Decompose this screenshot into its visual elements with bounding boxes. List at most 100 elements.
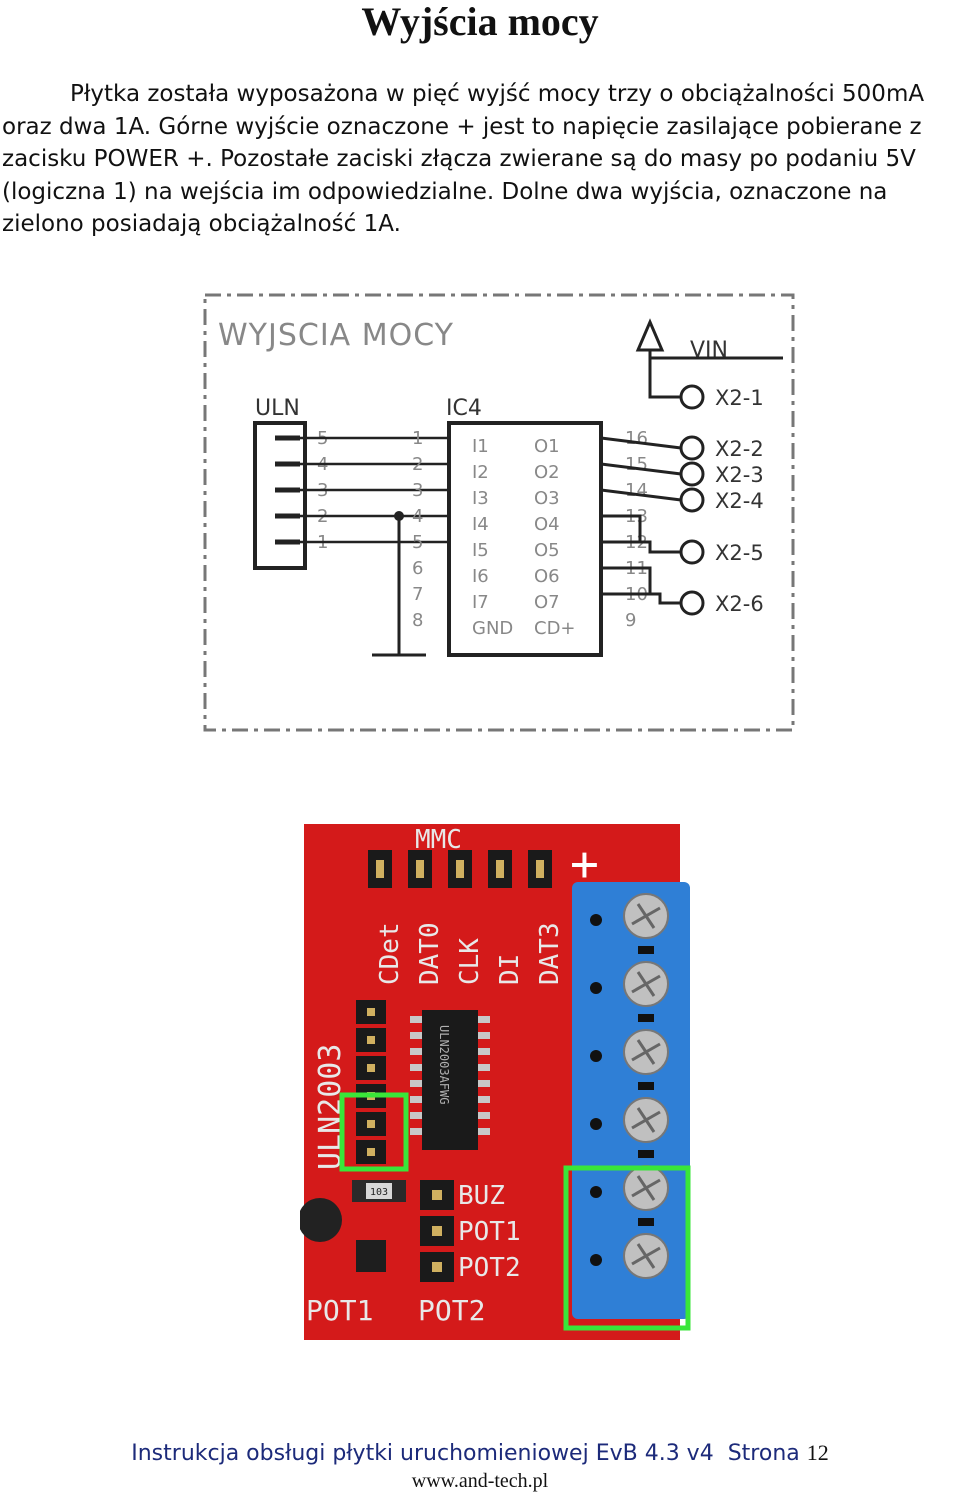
wire-o2 xyxy=(600,462,682,476)
schematic-diagram: WYJSCIA MOCY ULN IC4 VIN 54321 1I1O1162I… xyxy=(203,293,795,732)
mmc-pin-label: DAT3 xyxy=(535,922,565,985)
terminal-separator xyxy=(638,1082,654,1090)
uln-header-pin-metal xyxy=(367,1008,375,1016)
terminal-hole xyxy=(590,1118,602,1130)
terminal-separator xyxy=(638,1014,654,1022)
chip-leg xyxy=(478,1064,490,1071)
schematic-frame xyxy=(203,293,795,732)
ic-pin-number-left: 8 xyxy=(412,610,423,631)
screw-slot xyxy=(636,1243,656,1269)
terminal-label: X2-4 xyxy=(715,489,764,513)
ic-output-label: O2 xyxy=(534,462,560,483)
right-silkscreen-label: BUZ xyxy=(458,1181,505,1211)
highlight-terminals xyxy=(563,1165,691,1331)
ic-pin-number-left: 2 xyxy=(412,454,423,475)
screw-slot xyxy=(636,1039,656,1065)
ic-pin-number-left: 6 xyxy=(412,558,423,579)
ic-output-label: O1 xyxy=(534,436,560,457)
chip-leg xyxy=(410,1016,422,1023)
chip-leg xyxy=(478,1128,490,1135)
ic-output-label: O6 xyxy=(534,566,560,587)
schematic-title: WYJSCIA MOCY xyxy=(218,318,454,353)
chip-leg xyxy=(478,1112,490,1119)
chip-leg xyxy=(410,1096,422,1103)
chip-leg xyxy=(478,1032,490,1039)
chip-leg xyxy=(410,1112,422,1119)
mmc-pin-label: DAT0 xyxy=(415,922,445,985)
ic-input-label: I3 xyxy=(472,488,489,509)
terminal-separator xyxy=(638,946,654,954)
chip-leg xyxy=(410,1048,422,1055)
terminal-label: X2-5 xyxy=(715,541,764,565)
uln-chip xyxy=(422,1010,478,1150)
right-silkscreen-label: POT1 xyxy=(458,1217,521,1247)
intro-paragraph: Płytka została wyposażona w pięć wyjść m… xyxy=(2,78,960,241)
header-pin-metal xyxy=(416,860,424,878)
chip-leg xyxy=(410,1032,422,1039)
ic-pin-number-left: 3 xyxy=(412,480,423,501)
terminal-hole xyxy=(590,1254,602,1266)
chip-leg xyxy=(478,1016,490,1023)
footer-page-number: 12 xyxy=(806,1440,829,1465)
terminal-separator xyxy=(638,1150,654,1158)
pot1-silkscreen: POT1 xyxy=(306,1294,373,1327)
buzzer xyxy=(300,1198,342,1242)
ic-pin-number-right: 14 xyxy=(625,480,648,501)
highlight-uln-pins xyxy=(339,1092,409,1172)
footer-url: www.and-tech.pl xyxy=(411,1470,549,1492)
wire-o5 xyxy=(601,540,681,554)
terminal-hole xyxy=(590,1186,602,1198)
mmc-pin-label: CLK xyxy=(455,938,485,985)
header-pin-metal xyxy=(496,860,504,878)
chip-leg xyxy=(410,1064,422,1071)
wire-o3 xyxy=(600,488,682,502)
terminal-hole xyxy=(590,1050,602,1062)
ic-input-label: I2 xyxy=(472,462,489,483)
mmc-pin-label: CDet xyxy=(375,922,405,985)
header-pin-metal xyxy=(456,860,464,878)
ic-pin-number-left: 4 xyxy=(412,506,423,527)
ic-output-label: O3 xyxy=(534,488,560,509)
chip-marking: ULN2003AFWG xyxy=(437,1025,451,1104)
ic-input-label: I7 xyxy=(472,592,489,613)
terminal-hole xyxy=(590,982,602,994)
wire-o4 xyxy=(601,514,642,542)
wire-o7 xyxy=(601,592,681,605)
screw-slot xyxy=(636,1107,656,1133)
ic-pin-number-right: 15 xyxy=(625,454,648,475)
terminal-label: X2-1 xyxy=(715,386,764,410)
mmc-pin-label: DI xyxy=(495,954,525,985)
terminal-circle xyxy=(679,487,705,513)
ic-pin-number-left: 5 xyxy=(412,532,423,553)
chip-leg xyxy=(478,1080,490,1087)
uln-label: ULN xyxy=(255,396,300,421)
resistor-body xyxy=(366,1183,392,1199)
ic4-body xyxy=(447,421,603,657)
terminal-label: X2-2 xyxy=(715,437,764,461)
ic-output-label: O4 xyxy=(534,514,560,535)
wire-o1 xyxy=(600,436,682,450)
uln-header-pin-metal xyxy=(367,1064,375,1072)
wire-vin xyxy=(648,358,681,399)
wire-o6 xyxy=(601,566,652,594)
screw-slot xyxy=(636,903,656,929)
ic-pin-number-left: 1 xyxy=(412,428,423,449)
terminal-label: X2-3 xyxy=(715,463,764,487)
ic-pin-number-right: 9 xyxy=(625,610,636,631)
chip-leg xyxy=(478,1096,490,1103)
header-pin-metal xyxy=(536,860,544,878)
ic-input-label: I1 xyxy=(472,436,489,457)
ic-pin-number-left: 7 xyxy=(412,584,423,605)
intro-text: Płytka została wyposażona w pięć wyjść m… xyxy=(2,81,925,237)
terminal-circle xyxy=(679,590,705,616)
terminal-separator xyxy=(638,1218,654,1226)
buz-header-pin-metal xyxy=(432,1262,442,1272)
terminal-circle xyxy=(679,435,705,461)
transistor xyxy=(356,1240,386,1272)
screw-slot xyxy=(636,1175,656,1201)
chip-leg xyxy=(478,1048,490,1055)
buz-header-pin-metal xyxy=(432,1226,442,1236)
ic-input-label: GND xyxy=(472,618,513,639)
screw-slot xyxy=(636,971,656,997)
terminal-circle xyxy=(679,384,705,410)
